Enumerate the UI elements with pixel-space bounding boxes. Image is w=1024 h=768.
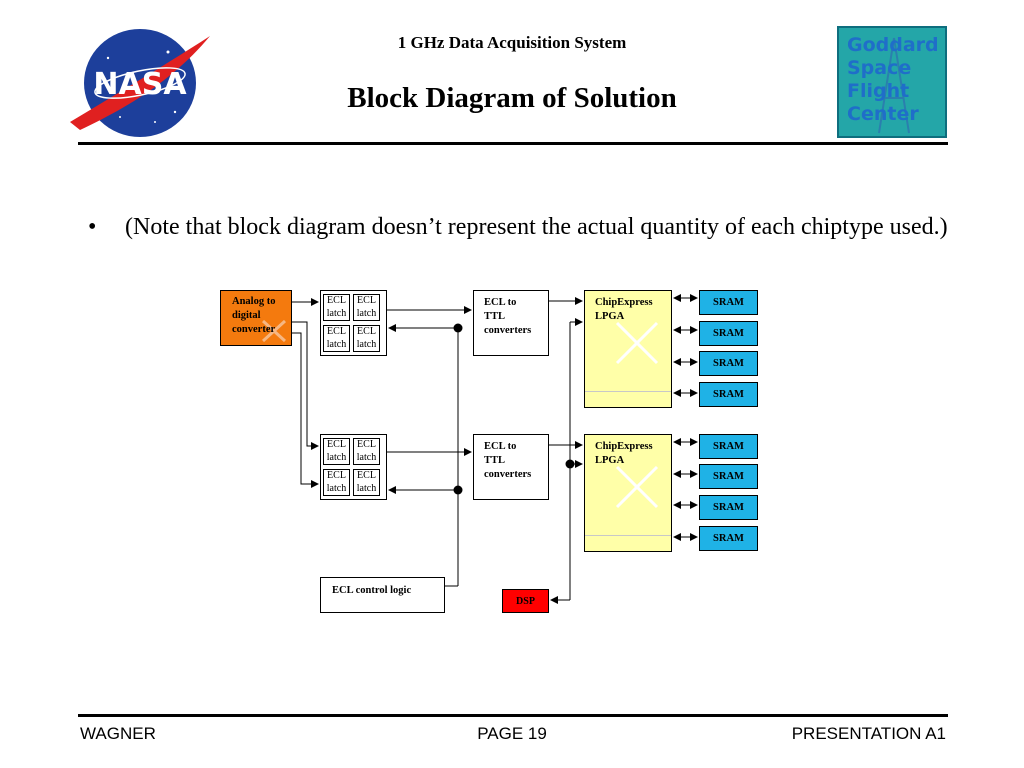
fpga-block-bottom: ChipExpress LPGA [584, 434, 672, 552]
slide-subtitle: 1 GHz Data Acquisition System [397, 33, 627, 52]
adc-block: Analog to digital converter [220, 290, 292, 346]
header-divider [78, 142, 948, 145]
ecl-ttl-label-2: TTL [484, 455, 506, 466]
sram-block: SRAM [699, 351, 758, 376]
fpga-label-1: ChipExpress [595, 441, 653, 452]
dsp-block: DSP [502, 589, 549, 613]
ecl-latch: ECL latch [323, 294, 350, 321]
ecl-ttl-block-top: ECL to TTL converters [473, 290, 549, 356]
sram-block: SRAM [699, 290, 758, 315]
goddard-line-4: Center [847, 103, 919, 125]
ecl-latch: ECL latch [353, 294, 380, 321]
goddard-line-1: Goddard [847, 34, 939, 56]
adc-label-1: Analog to [232, 296, 276, 307]
ecl-latch: ECL latch [323, 438, 350, 465]
slide-title: Block Diagram of Solution [347, 82, 677, 114]
ecl-ttl-label-3: converters [484, 325, 532, 336]
fpga-label-2: LPGA [595, 455, 625, 466]
footer-page: PAGE 19 [477, 724, 547, 743]
ecl-latch: ECL latch [323, 469, 350, 496]
bullet-marker: • [88, 214, 97, 240]
nasa-logo: NASA [70, 29, 210, 137]
dsp-label: DSP [516, 596, 535, 607]
ecl-control-logic-block: ECL control logic [320, 577, 445, 613]
ecl-latch: ECL latch [353, 438, 380, 465]
ecl-latch: ECL latch [353, 325, 380, 352]
fpga-label-2: LPGA [595, 311, 625, 322]
bullet-text: (Note that block diagram doesn’t represe… [125, 214, 948, 240]
sram-block: SRAM [699, 495, 758, 520]
ecl-ttl-label-3: converters [484, 469, 532, 480]
ecl-ttl-label-2: TTL [484, 311, 506, 322]
footer-author: WAGNER [80, 724, 156, 743]
latch-group-bottom: ECL latch ECL latch ECL latch ECL latch [320, 434, 387, 500]
goddard-line-3: Flight [847, 80, 910, 102]
goddard-logo: Goddard Space Flight Center [837, 26, 947, 138]
adc-label-3: converter [232, 324, 276, 335]
sram-block: SRAM [699, 526, 758, 551]
sram-block: SRAM [699, 434, 758, 459]
svg-text:NASA: NASA [93, 67, 187, 102]
fpga-block-top: ChipExpress LPGA [584, 290, 672, 408]
sram-block: SRAM [699, 382, 758, 407]
adc-label-2: digital [232, 310, 261, 321]
ecl-ttl-block-bottom: ECL to TTL converters [473, 434, 549, 500]
fpga-label-1: ChipExpress [595, 297, 653, 308]
sram-block: SRAM [699, 464, 758, 489]
goddard-line-2: Space [847, 57, 912, 79]
ecl-control-label: ECL control logic [332, 585, 412, 596]
fpga-divider [585, 391, 671, 392]
ecl-ttl-label-1: ECL to [484, 297, 517, 308]
footer-presentation: PRESENTATION A1 [791, 724, 946, 743]
latch-group-top: ECL latch ECL latch ECL latch ECL latch [320, 290, 387, 356]
ecl-latch: ECL latch [353, 469, 380, 496]
footer-divider [78, 714, 948, 717]
sram-block: SRAM [699, 321, 758, 346]
fpga-divider [585, 535, 671, 536]
ecl-ttl-label-1: ECL to [484, 441, 517, 452]
ecl-latch: ECL latch [323, 325, 350, 352]
